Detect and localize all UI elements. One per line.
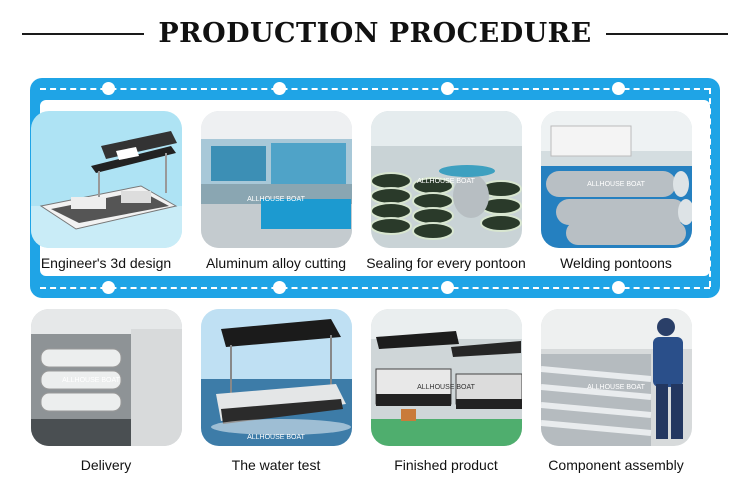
step-card-3d-design [31, 111, 182, 248]
svg-text:ALLHOUSE BOAT: ALLHOUSE BOAT [247, 196, 306, 203]
step-label: Aluminum alloy cutting [205, 255, 347, 271]
boat-3d-render-icon [31, 111, 182, 248]
step-label: Finished product [394, 457, 498, 473]
step-label: Delivery [80, 457, 132, 473]
cutting-machine-icon: ALLHOUSE BOAT [201, 111, 352, 248]
track-node [102, 281, 115, 294]
step-label: Engineer's 3d design [40, 255, 172, 271]
track-node [612, 82, 625, 95]
step-card-finished: ALLHOUSE BOAT [371, 309, 522, 446]
step-label: Component assembly [548, 457, 684, 473]
step-card-assembly: ALLHOUSE BOAT [541, 309, 692, 446]
track-dash-right [709, 88, 711, 287]
title-rule-left [22, 33, 144, 35]
step-label: The water test [231, 457, 321, 473]
title-row: PRODUCTION PROCEDURE [0, 14, 750, 54]
step-card-delivery: ALLHOUSE BOAT [31, 309, 182, 446]
svg-text:ALLHOUSE BOAT: ALLHOUSE BOAT [62, 377, 121, 384]
boat-on-water-icon: ALLHOUSE BOAT [201, 309, 352, 446]
welded-tubes-icon: ALLHOUSE BOAT [541, 111, 692, 248]
step-label: Welding pontoons [560, 255, 672, 271]
step-card-welding: ALLHOUSE BOAT [541, 111, 692, 248]
track-node [273, 82, 286, 95]
container-loading-icon: ALLHOUSE BOAT [31, 309, 182, 446]
svg-text:ALLHOUSE BOAT: ALLHOUSE BOAT [417, 178, 476, 185]
page-title: PRODUCTION PROCEDURE [158, 18, 592, 49]
step-label: Sealing for every pontoon [366, 255, 526, 271]
svg-text:ALLHOUSE BOAT: ALLHOUSE BOAT [587, 181, 646, 188]
svg-text:ALLHOUSE BOAT: ALLHOUSE BOAT [247, 434, 306, 441]
track-node [102, 82, 115, 95]
step-card-sealing: ALLHOUSE BOAT [371, 111, 522, 248]
step-card-water-test: ALLHOUSE BOAT [201, 309, 352, 446]
track-node [441, 82, 454, 95]
track-node [612, 281, 625, 294]
track-node [441, 281, 454, 294]
pontoon-rolls-icon: ALLHOUSE BOAT [371, 111, 522, 248]
track-dash-top [40, 88, 710, 90]
svg-text:ALLHOUSE BOAT: ALLHOUSE BOAT [587, 384, 646, 391]
title-rule-right [606, 33, 728, 35]
svg-text:ALLHOUSE BOAT: ALLHOUSE BOAT [417, 384, 476, 391]
track-node [273, 281, 286, 294]
step-card-cutting: ALLHOUSE BOAT [201, 111, 352, 248]
track-dash-bottom [40, 287, 710, 289]
boats-in-factory-icon: ALLHOUSE BOAT [371, 309, 522, 446]
assembly-worker-icon: ALLHOUSE BOAT [541, 309, 692, 446]
